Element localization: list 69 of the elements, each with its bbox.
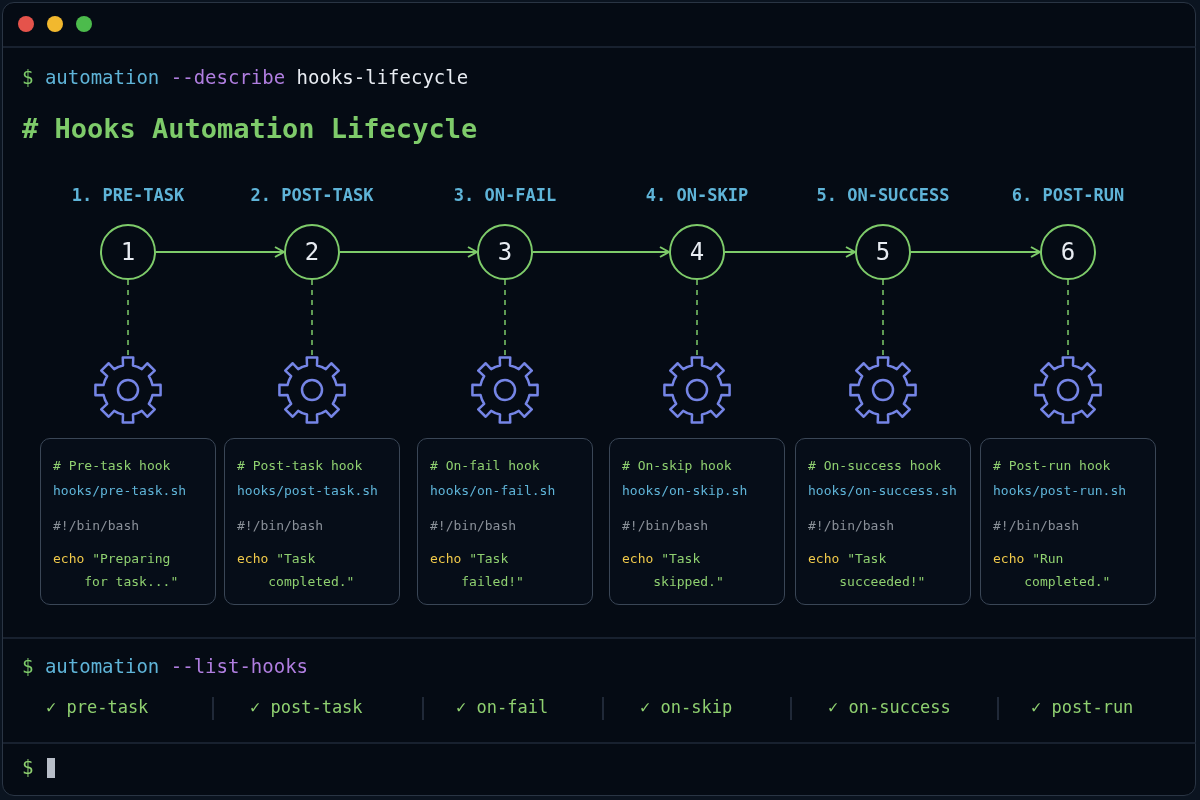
step-label: 1. PRE-TASK (71, 185, 185, 205)
file-path: hooks/on-success.sh (808, 482, 958, 500)
step-label: 4. ON-SKIP (645, 185, 749, 205)
file-path: hooks/post-task.sh (237, 482, 379, 500)
dashed-connector (504, 279, 506, 356)
dashed-connector (882, 279, 884, 356)
command-line: $ automation --describe hooks-lifecycle (22, 66, 469, 88)
step-label: 5. ON-SUCCESS (816, 185, 950, 205)
gear-icon (470, 355, 540, 425)
code-card (795, 438, 971, 605)
code-comment: # On-fail hook (430, 457, 541, 475)
arrow (532, 246, 670, 258)
shebang-line: #!/bin/bash (808, 517, 896, 535)
step-number: 6 (1060, 238, 1076, 266)
dashed-connector (1067, 279, 1069, 356)
code-card (417, 438, 593, 605)
code-comment: # Pre-task hook (53, 457, 172, 475)
file-path: hooks/on-fail.sh (430, 482, 557, 500)
echo-command: echo "Task skipped." (622, 550, 725, 591)
shebang-line: #!/bin/bash (622, 517, 710, 535)
code-comment: # Post-run hook (993, 457, 1112, 475)
file-path: hooks/pre-task.sh (53, 482, 188, 500)
step-label: 3. ON-FAIL (453, 185, 557, 205)
dashed-connector (311, 279, 313, 356)
hook-list-item: ✓ on-success (828, 697, 951, 717)
arrow (339, 246, 478, 258)
code-comment: # Post-task hook (237, 457, 364, 475)
step-number: 5 (875, 238, 891, 266)
command-line: $ automation --list-hooks (22, 655, 309, 677)
code-card (980, 438, 1156, 605)
gear-icon (277, 355, 347, 425)
arrow (910, 246, 1041, 258)
step-number: 4 (689, 238, 705, 266)
dashed-connector (696, 279, 698, 356)
gear-icon (848, 355, 918, 425)
step-label: 6. POST-RUN (1011, 185, 1125, 205)
file-path: hooks/on-skip.sh (622, 482, 749, 500)
step-number: 3 (497, 238, 513, 266)
code-card (609, 438, 785, 605)
arrow (724, 246, 856, 258)
dashed-connector (127, 279, 129, 356)
code-card (224, 438, 400, 605)
hook-list-item: ✓ post-run (1031, 697, 1134, 717)
hook-list-item: ✓ on-fail (456, 697, 549, 717)
hook-list-item: ✓ on-skip (640, 697, 733, 717)
echo-command: echo "Preparing for task..." (53, 550, 180, 591)
echo-command: echo "Task succeeded!" (808, 550, 927, 591)
gear-icon (1033, 355, 1103, 425)
echo-command: echo "Task completed." (237, 550, 356, 591)
gear-icon (662, 355, 732, 425)
step-label: 2. POST-TASK (250, 185, 374, 205)
heading: # Hooks Automation Lifecycle (22, 113, 478, 144)
code-comment: # On-success hook (808, 457, 943, 475)
gear-icon (93, 355, 163, 425)
hook-list-item: ✓ post-task (250, 697, 363, 717)
shebang-line: #!/bin/bash (53, 517, 141, 535)
code-card (40, 438, 216, 605)
code-comment: # On-skip hook (622, 457, 733, 475)
file-path: hooks/post-run.sh (993, 482, 1128, 500)
hook-list-item: ✓ pre-task (46, 697, 149, 717)
prompt: $ (22, 756, 34, 778)
echo-command: echo "Task failed!" (430, 550, 525, 591)
step-number: 1 (120, 238, 136, 266)
arrow (155, 246, 285, 258)
shebang-line: #!/bin/bash (430, 517, 518, 535)
step-number: 2 (304, 238, 320, 266)
echo-command: echo "Run completed." (993, 550, 1112, 591)
shebang-line: #!/bin/bash (237, 517, 325, 535)
shebang-line: #!/bin/bash (993, 517, 1081, 535)
